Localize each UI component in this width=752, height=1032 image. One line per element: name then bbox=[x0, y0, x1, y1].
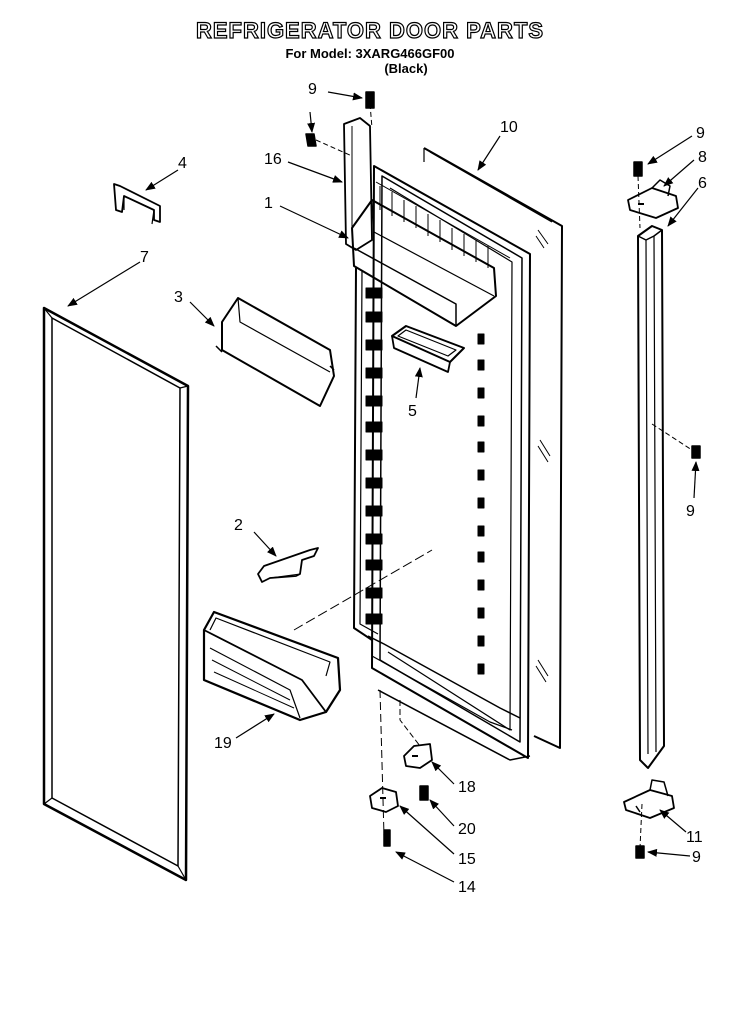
callout-19: 19 bbox=[214, 735, 232, 752]
part-9-screw-bottom bbox=[635, 845, 645, 859]
callout-18: 18 bbox=[458, 779, 476, 796]
part-4-clip bbox=[113, 183, 161, 225]
part-9-screw-handle bbox=[691, 445, 701, 459]
callout-9-top-a: 9 bbox=[308, 81, 317, 98]
callout-14: 14 bbox=[458, 879, 476, 896]
part-2-bracket bbox=[257, 547, 319, 583]
part-9-screw-right-top bbox=[633, 161, 643, 177]
callout-7: 7 bbox=[140, 249, 149, 266]
callout-11: 11 bbox=[686, 829, 703, 846]
callout-6: 6 bbox=[698, 175, 707, 192]
part-14-screw bbox=[383, 829, 391, 847]
part-16-trim-strip bbox=[343, 117, 373, 251]
part-19-door-bin bbox=[202, 610, 342, 722]
callout-15: 15 bbox=[458, 851, 476, 868]
part-11-bottom-hinge bbox=[623, 779, 675, 819]
part-5-small-bin bbox=[391, 325, 465, 373]
part-8-top-hinge bbox=[627, 179, 679, 219]
part-3-shelf-cover bbox=[215, 297, 335, 407]
part-10-outer-door-panel bbox=[423, 147, 563, 749]
callout-leaders bbox=[67, 91, 700, 883]
model-color: (Black) bbox=[384, 61, 428, 76]
diagram-header: REFRIGERATOR DOOR PARTS For Model: 3XARG… bbox=[0, 17, 740, 76]
callout-16: 16 bbox=[264, 151, 282, 168]
alignment-lines bbox=[293, 103, 693, 849]
callout-9-handle: 9 bbox=[686, 503, 695, 520]
callout-3: 3 bbox=[174, 289, 183, 306]
part-7-door-gasket bbox=[42, 306, 190, 882]
callout-8: 8 bbox=[698, 149, 707, 166]
part-9-screw-top-a bbox=[365, 91, 375, 109]
part-1-door-liner bbox=[351, 165, 531, 761]
part-6-door-handle bbox=[637, 225, 665, 769]
part-20-screw bbox=[419, 785, 429, 801]
callout-20: 20 bbox=[458, 821, 476, 838]
callout-5: 5 bbox=[408, 403, 417, 420]
callout-9-top-b: 9 bbox=[696, 125, 705, 142]
callout-9-bottom: 9 bbox=[692, 849, 701, 866]
part-15-hinge-pin-block bbox=[369, 787, 399, 813]
callout-4: 4 bbox=[178, 155, 187, 172]
model-number: For Model: 3XARG466GF00 bbox=[285, 46, 455, 61]
callout-1: 1 bbox=[264, 195, 273, 212]
callout-2: 2 bbox=[234, 517, 243, 534]
part-18-lower-bracket bbox=[403, 743, 433, 769]
diagram-title: REFRIGERATOR DOOR PARTS bbox=[195, 17, 545, 43]
callout-10: 10 bbox=[500, 119, 518, 136]
part-9-screw-top-b bbox=[305, 133, 317, 147]
callout-labels: 9 16 1 10 4 7 3 5 2 19 9 8 6 9 11 9 18 2… bbox=[140, 81, 707, 896]
